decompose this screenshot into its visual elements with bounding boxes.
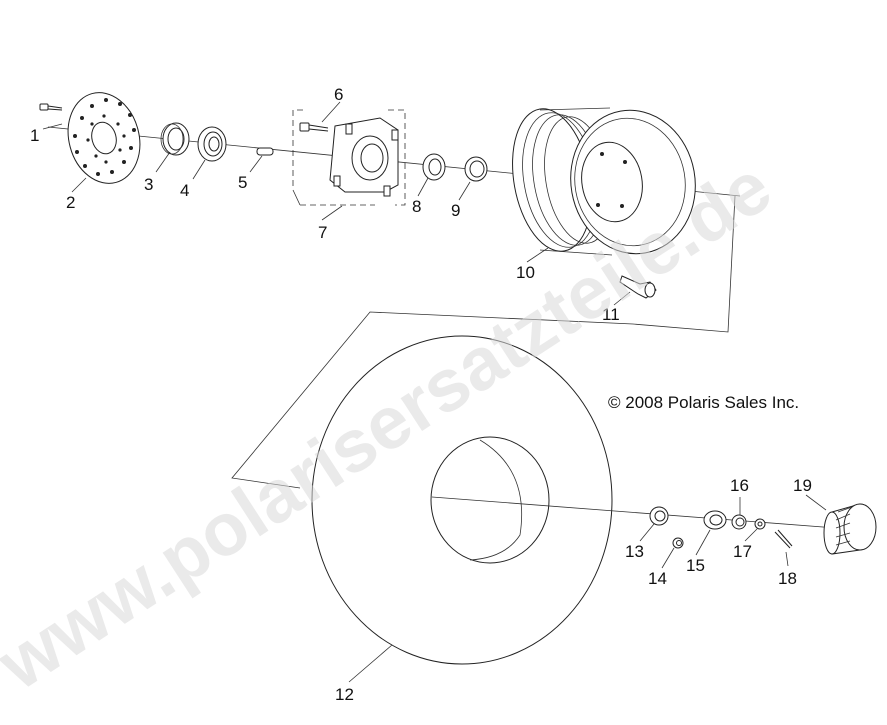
rim-tire-connector <box>231 195 736 489</box>
callout-13: 13 <box>625 542 644 561</box>
callout-5: 5 <box>238 173 247 192</box>
callout-18: 18 <box>778 569 797 588</box>
part-16-washer <box>731 514 747 530</box>
part-10-rim <box>512 107 696 256</box>
callout-15: 15 <box>686 556 705 575</box>
part-13-spacer <box>649 506 669 526</box>
part-8-bearing <box>422 153 446 181</box>
callout-19: 19 <box>793 476 812 495</box>
part-11-valve-stem <box>619 275 657 299</box>
callout-16: 16 <box>730 476 749 495</box>
part-12-tire <box>311 335 613 665</box>
callout-17: 17 <box>733 542 752 561</box>
callout-10: 10 <box>516 263 535 282</box>
callout-labels: 1 2 3 4 5 6 7 8 9 10 11 12 13 14 15 16 1… <box>30 85 812 704</box>
callout-8: 8 <box>412 197 421 216</box>
callout-14: 14 <box>648 569 667 588</box>
copyright-notice: © 2008 Polaris Sales Inc. <box>608 393 800 412</box>
part-4-bearing <box>197 126 227 162</box>
callout-7: 7 <box>318 223 327 242</box>
part-6-stud <box>299 122 329 132</box>
callout-6: 6 <box>334 85 343 104</box>
callout-11: 11 <box>602 305 620 324</box>
part-7-wheel-hub <box>329 117 399 197</box>
callout-1: 1 <box>30 126 39 145</box>
part-3-seal <box>160 122 190 156</box>
part-2-brake-disc <box>67 92 141 184</box>
part-9-seal <box>464 156 488 182</box>
leader-lines <box>42 101 827 683</box>
part-14-nut <box>672 537 684 549</box>
hub-assembly-bracket <box>292 109 406 206</box>
callout-12: 12 <box>335 685 354 704</box>
part-5-spacer <box>256 147 274 156</box>
callout-3: 3 <box>144 175 153 194</box>
lower-axis-line <box>431 496 837 529</box>
callout-9: 9 <box>451 201 460 220</box>
part-17-nut <box>754 518 766 530</box>
callout-2: 2 <box>66 193 75 212</box>
part-19-hub-cap <box>823 503 877 555</box>
callout-4: 4 <box>180 181 189 200</box>
part-18-cotter-pin <box>774 529 793 549</box>
part-1-bolt <box>39 103 63 111</box>
part-15-washer <box>703 510 727 530</box>
